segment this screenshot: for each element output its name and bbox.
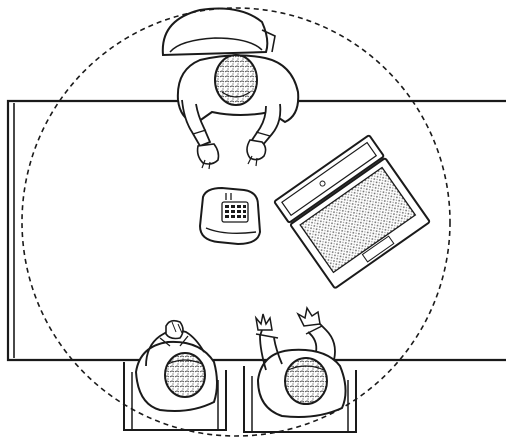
chair-bottom-left — [123, 362, 227, 431]
chair-top — [161, 7, 276, 57]
laptop — [273, 134, 431, 289]
conference-phone — [198, 186, 262, 246]
chair-bottom-right — [243, 366, 357, 433]
phone-keypad — [221, 201, 249, 223]
person-bottom-right — [243, 306, 357, 433]
laptop-lid — [273, 134, 385, 224]
pickup-range-circle — [21, 7, 451, 437]
laptop-keyboard — [289, 157, 431, 289]
person-top — [161, 7, 300, 170]
person-bottom-left — [123, 319, 227, 431]
